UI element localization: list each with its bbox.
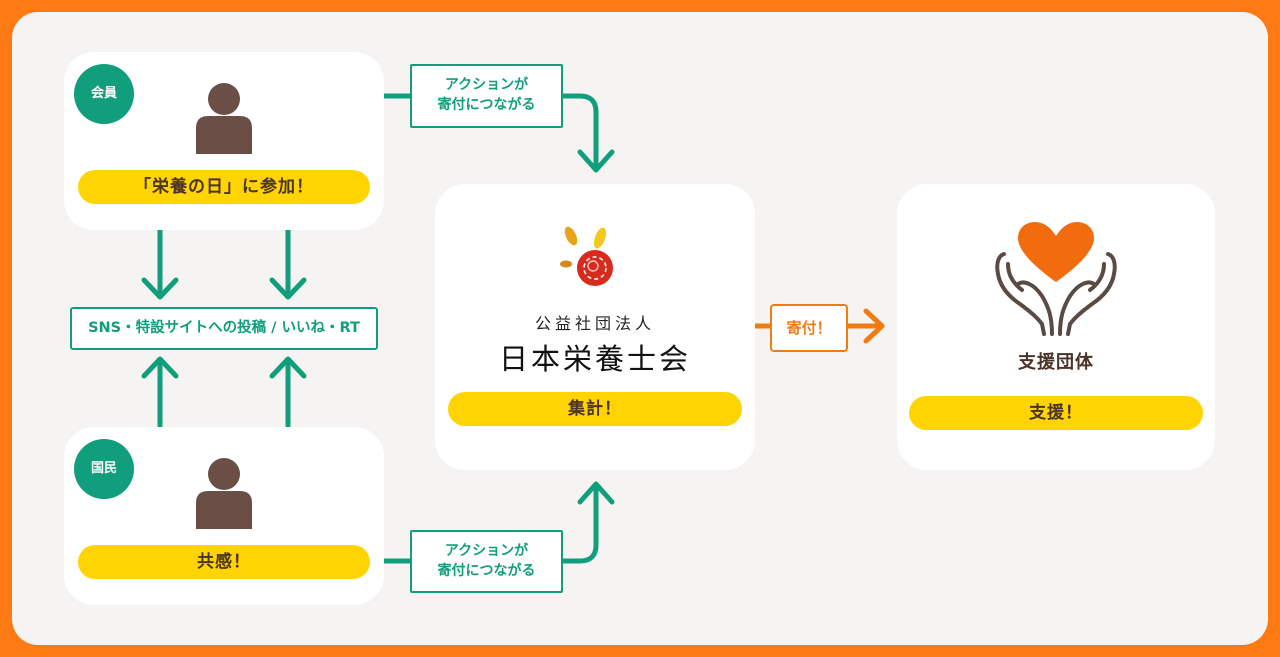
association-action-pill: 集計！: [448, 392, 742, 426]
action-tag-bottom-line1: アクションが: [444, 543, 529, 559]
member-card: 会員 「栄養の日」に参加！: [64, 52, 384, 230]
association-logo: [560, 226, 613, 286]
arrow-association-to-support: [755, 308, 885, 344]
public-action-pill: 共感！: [78, 545, 370, 579]
action-tag-top-line1: アクションが: [444, 77, 529, 93]
donation-tag: 寄付！: [770, 304, 848, 352]
action-tag-bottom-line2: 寄付につながる: [437, 563, 536, 579]
public-card: 国民 共感！: [64, 427, 384, 605]
support-action-pill: 支援！: [909, 396, 1203, 430]
member-action-pill: 「栄養の日」に参加！: [78, 170, 370, 204]
person-icon: [196, 83, 252, 154]
action-tag-top: アクションが 寄付につながる: [410, 64, 563, 128]
association-name: 日本栄養士会: [498, 342, 691, 376]
person-icon: [196, 458, 252, 529]
arrow-public-to-sns: [141, 356, 307, 427]
public-badge: 国民: [74, 439, 134, 499]
arrow-public-to-association: [384, 481, 615, 564]
arrow-member-to-association: [384, 93, 615, 173]
heart-hands-icon: [995, 222, 1117, 336]
member-badge: 会員: [74, 64, 134, 124]
association-subtitle: 公益社団法人: [534, 314, 655, 333]
sns-box: SNS・特設サイトへの投稿 / いいね・RT: [70, 307, 378, 350]
association-card: 公益社団法人 日本栄養士会 集計！: [435, 184, 755, 470]
arrow-member-to-sns: [141, 230, 307, 300]
support-name: 支援団体: [1018, 352, 1094, 373]
action-tag-top-line2: 寄付につながる: [437, 97, 536, 113]
support-card: 支援団体 支援！: [897, 184, 1215, 470]
action-tag-bottom: アクションが 寄付につながる: [410, 530, 563, 593]
